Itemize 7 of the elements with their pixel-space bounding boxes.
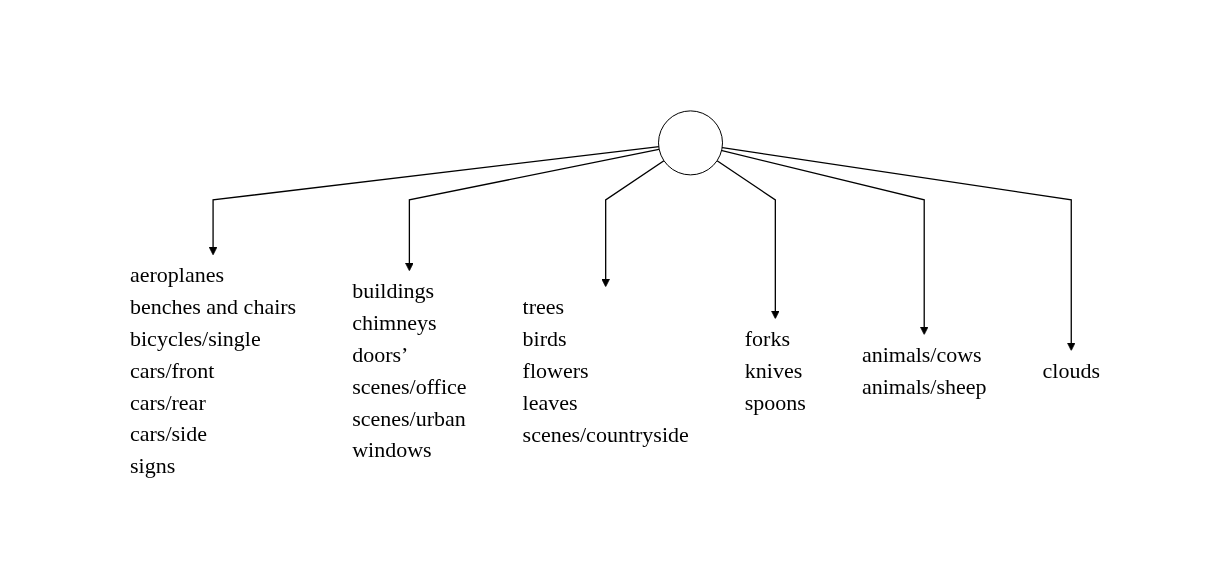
node-text: forks knives spoons: [744, 325, 806, 415]
node-text: trees birds flowers leaves scenes/countryside: [522, 293, 689, 447]
node-text: aeroplanes benches and chairs bicycles/single cars/front cars/rear cars/side signs: [130, 261, 297, 479]
node-circle: [658, 110, 723, 176]
node-text: clouds: [1042, 357, 1100, 383]
node-text: animals/cows animals/sheep: [861, 341, 987, 399]
node-text: buildings chimneys doors’ scenes/office scenes/urban windows: [352, 277, 467, 463]
